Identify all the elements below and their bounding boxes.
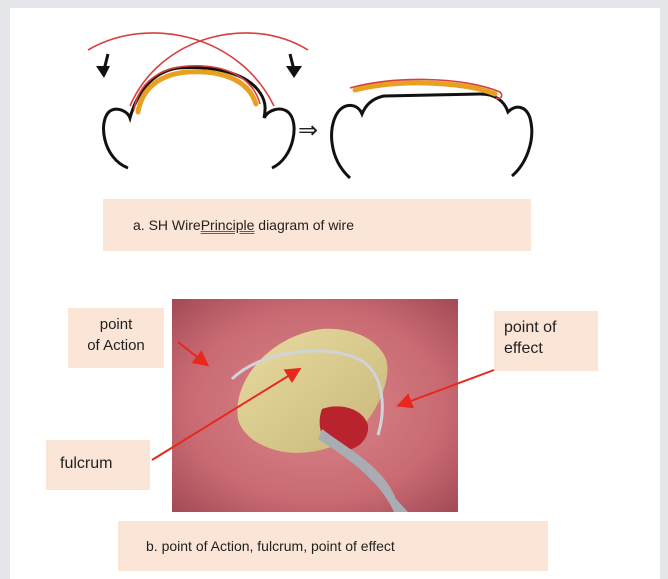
caption-a-prefix: a. SH Wire <box>133 217 201 233</box>
down-arrow-left-icon <box>96 54 110 78</box>
label-fulcrum-text: fulcrum <box>60 455 112 472</box>
label-point-of-action-line1: point <box>68 314 164 335</box>
figure-canvas: ⇒ a. SH Wire Principle diagram of wire <box>10 8 660 579</box>
caption-b: b. point of Action, fulcrum, point of ef… <box>118 521 548 571</box>
wire-principle-diagram: ⇒ <box>10 8 660 198</box>
implies-arrow: ⇒ <box>298 116 318 144</box>
label-point-of-action-line2: of Action <box>68 335 164 356</box>
clinical-photo <box>172 299 458 512</box>
caption-a-underlined: Principle <box>201 217 255 233</box>
label-point-of-action: point of Action <box>68 308 164 368</box>
label-fulcrum: fulcrum <box>46 440 150 490</box>
arc-left <box>88 33 274 106</box>
left-tooth-outline <box>104 68 295 168</box>
label-point-of-effect-line1: point of <box>504 317 598 338</box>
caption-a-suffix: diagram of wire <box>254 217 354 233</box>
right-tooth-outline <box>332 94 532 178</box>
caption-b-text: b. point of Action, fulcrum, point of ef… <box>146 538 395 554</box>
down-arrow-right-icon <box>286 54 302 78</box>
label-point-of-effect-line2: effect <box>504 338 598 359</box>
label-point-of-effect: point of effect <box>494 311 598 371</box>
caption-a: a. SH Wire Principle diagram of wire <box>103 199 531 251</box>
